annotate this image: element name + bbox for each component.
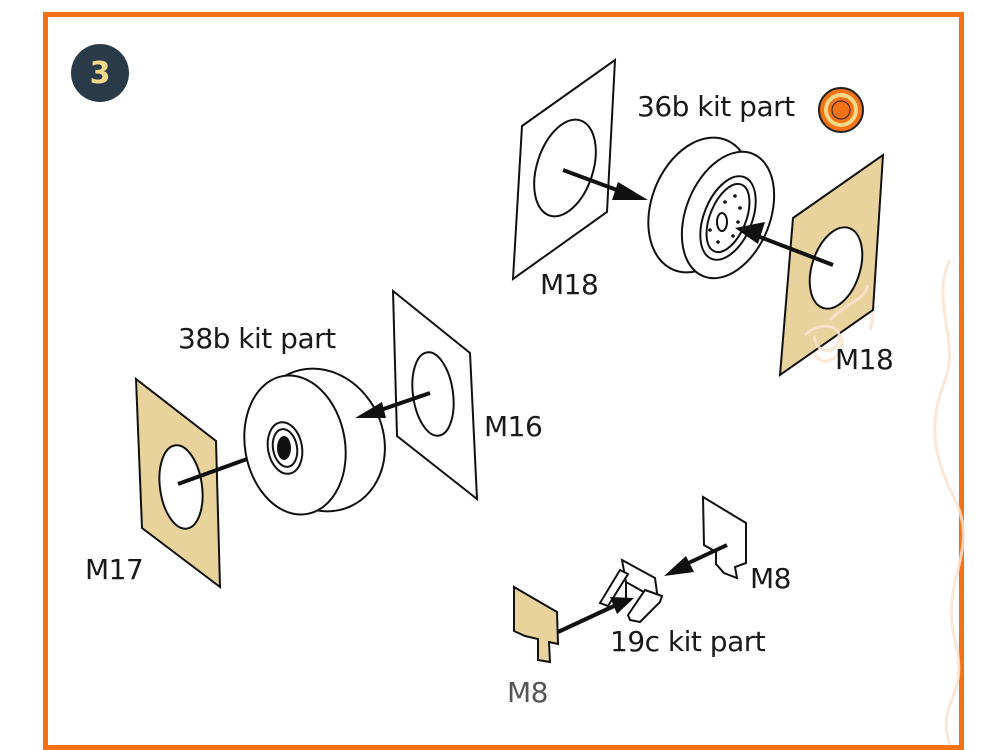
label-m16: M16 [484, 410, 543, 443]
arrow-head [355, 402, 386, 418]
part-m8-film [701, 495, 747, 580]
label-m17: M17 [85, 553, 144, 586]
arrow-head [664, 556, 694, 576]
arrow-head [612, 182, 648, 200]
arrow-shaft [562, 168, 626, 195]
wheel-38b [243, 367, 386, 516]
part-19c [598, 558, 664, 624]
label-m18-film: M18 [540, 268, 599, 301]
arrow-head [735, 222, 765, 244]
label-36b-kit-part: 36b kit part [637, 90, 795, 123]
arrow-shaft [759, 235, 834, 267]
arrow-shaft [177, 453, 259, 486]
instruction-frame [43, 12, 964, 750]
arrow-head [610, 597, 634, 614]
label-m8-photo-etch: M8 [507, 676, 548, 709]
arrow-shaft [681, 543, 728, 568]
label-38b-kit-part: 38b kit part [178, 322, 336, 355]
arrow-shaft [557, 604, 615, 634]
label-m18-photo-etch: M18 [835, 343, 894, 376]
rotate-4-icon [818, 87, 864, 133]
label-m8-film: M8 [750, 562, 791, 595]
wheel-36b [647, 136, 776, 280]
arrow-shaft [374, 391, 431, 414]
part-m8-photo-etch [513, 585, 560, 664]
plate-hole [533, 118, 597, 218]
label-19c-kit-part: 19c kit part [610, 625, 766, 658]
plate-m16-film [391, 288, 479, 502]
step-number-badge: 3 [71, 44, 129, 102]
